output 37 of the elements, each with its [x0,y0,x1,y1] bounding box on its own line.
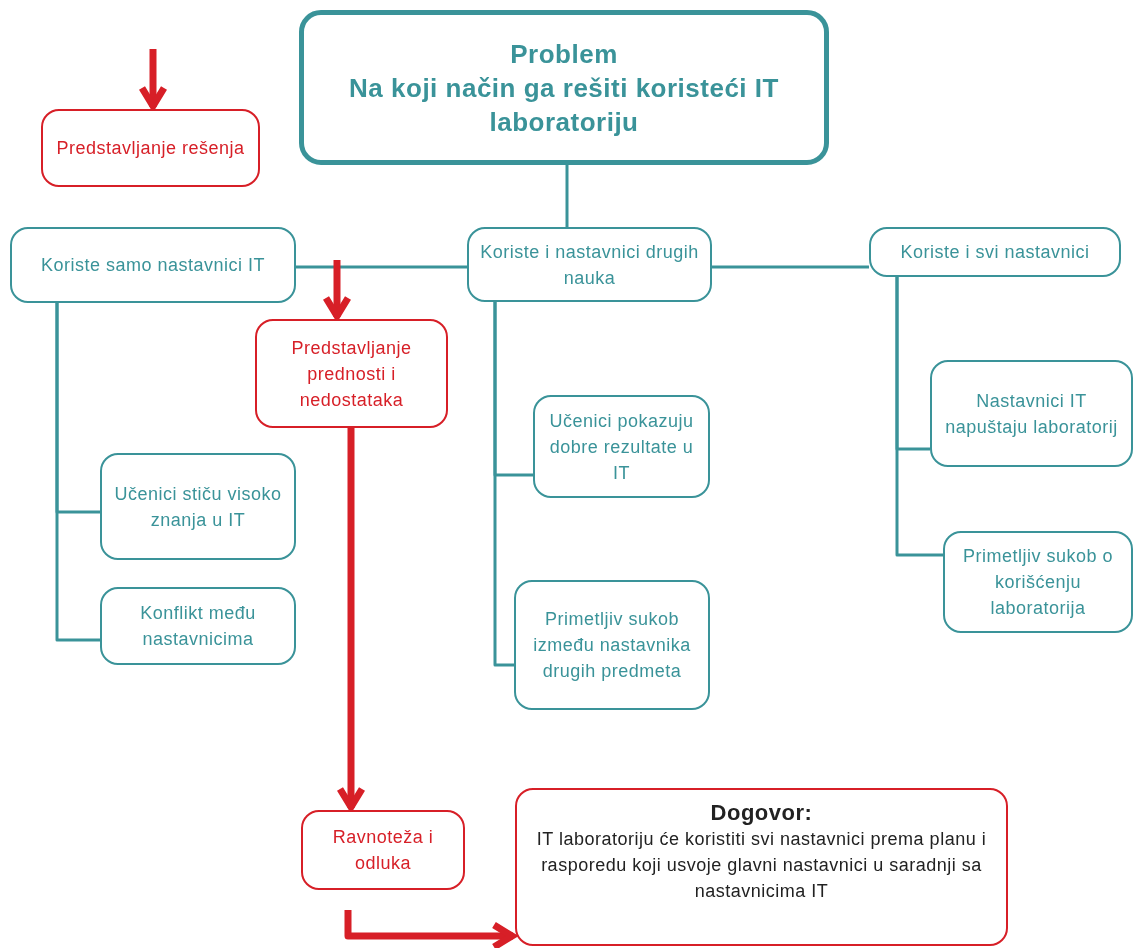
arrow [336,428,366,811]
box-label: Primetljiv sukob između nastavnika drugih predmeta [532,608,692,683]
box-label: Predstavljanje prednosti i nedostataka [290,336,413,412]
step-box [41,109,260,187]
connector-line [296,265,467,269]
process-box [100,587,296,665]
step-box [255,319,448,428]
problem-question: Na koji način ga rešiti koristeći IT laboratoriju [348,71,780,139]
agreement-box [515,788,1008,946]
connector-line [565,165,569,227]
agreement-title: Dogovor: [710,800,813,826]
box-label: Nastavnici IT napuštaju laboratorij [944,389,1119,439]
problem-box [299,10,829,165]
process-box [869,227,1121,277]
box-label: Primetljiv sukob o korišćenju laboratorija [961,545,1114,620]
step-box [301,810,465,890]
box-label: Konflikt među nastavnicima [139,602,257,651]
process-box [100,453,296,560]
box-label: Koriste i nastavnici drugih nauka [479,240,700,290]
connector-line [493,302,514,667]
box-label: Predstavljanje rešenja [56,137,245,160]
connector-line [712,265,869,269]
process-box [533,395,710,498]
box-label: Učenici pokazuju dobre rezultate u IT [548,409,695,485]
process-box [467,227,712,302]
process-box [943,531,1133,633]
box-label: Koriste i svi nastavnici [900,241,1090,264]
connector-line [895,277,943,557]
box-label: Ravnoteža i odluka [331,826,435,875]
agreement-text: IT laboratoriju će koristiti svi nastavnici prema planu i rasporedu koji usvoje glavni nastavnici u saradnji sa nastavnicima IT [535,828,988,903]
problem-title: Problem [509,37,619,71]
process-box [514,580,710,710]
process-box [930,360,1133,467]
process-box [10,227,296,303]
connector-line [55,303,100,642]
box-label: Koriste samo nastavnici IT [40,254,266,277]
box-label: Učenici stiču visoko znanja u IT [113,482,283,532]
